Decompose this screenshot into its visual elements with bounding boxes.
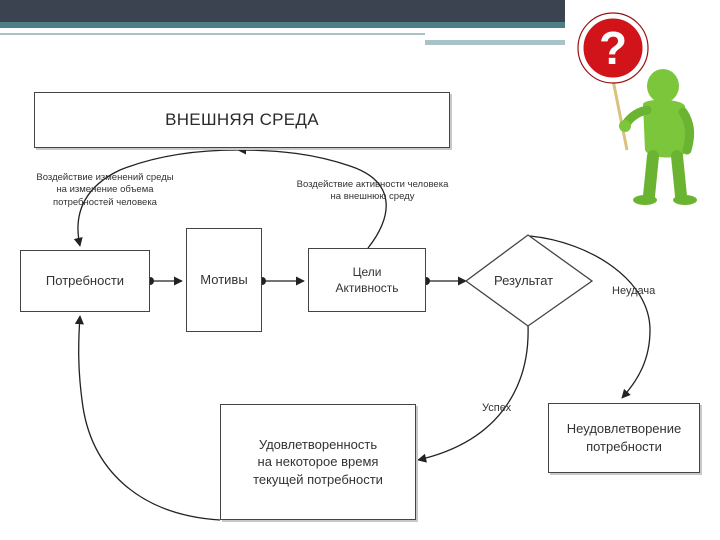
environment-label: ВНЕШНЯЯ СРЕДА: [165, 109, 319, 129]
mascot-question-figure: ?: [577, 12, 697, 205]
satisfaction-label: Удовлетворенность на некоторое время тек…: [253, 436, 383, 487]
needs-box: Потребности: [20, 250, 150, 312]
header-accent-stripe: [425, 40, 565, 45]
environment-box: ВНЕШНЯЯ СРЕДА: [34, 92, 450, 148]
note-environment-to-needs: Воздействие изменений среды на изменение…: [36, 172, 174, 208]
header-stripe: [0, 22, 565, 28]
result-diamond-shape: [464, 234, 594, 327]
arrow-goals-to-result: [422, 276, 467, 286]
arrow-activity-to-environment: [237, 145, 387, 249]
question-mark-icon: ?: [599, 22, 627, 74]
goals-activity-label: Цели Активность: [335, 264, 399, 295]
note-activity-to-environment: Воздействие активности человека на внешн…: [296, 179, 449, 203]
arrow-result-success: [417, 324, 529, 463]
arrow-motives-to-goals: [258, 276, 305, 286]
satisfaction-box: Удовлетворенность на некоторое время тек…: [220, 404, 416, 520]
dissatisfaction-box: Неудовлетворение потребности: [548, 403, 700, 473]
arrow-needs-to-motives: [146, 276, 183, 286]
result-label: Результат: [494, 273, 554, 288]
arrow-satisfaction-to-needs: [74, 315, 221, 521]
header-bar: [0, 0, 565, 22]
dissatisfaction-label: Неудовлетворение потребности: [566, 421, 682, 454]
sign-circle: [578, 13, 648, 83]
motives-label: Мотивы: [200, 272, 248, 288]
success-label: Успех: [482, 402, 512, 414]
motives-box: Мотивы: [186, 228, 262, 332]
arrow-result-failure: [529, 235, 651, 399]
header-thin-stripe: [0, 33, 425, 35]
arrow-environment-to-needs: [73, 149, 239, 247]
needs-label: Потребности: [45, 273, 125, 289]
goals-activity-box: Цели Активность: [308, 248, 426, 312]
failure-label: Неудача: [612, 285, 656, 297]
